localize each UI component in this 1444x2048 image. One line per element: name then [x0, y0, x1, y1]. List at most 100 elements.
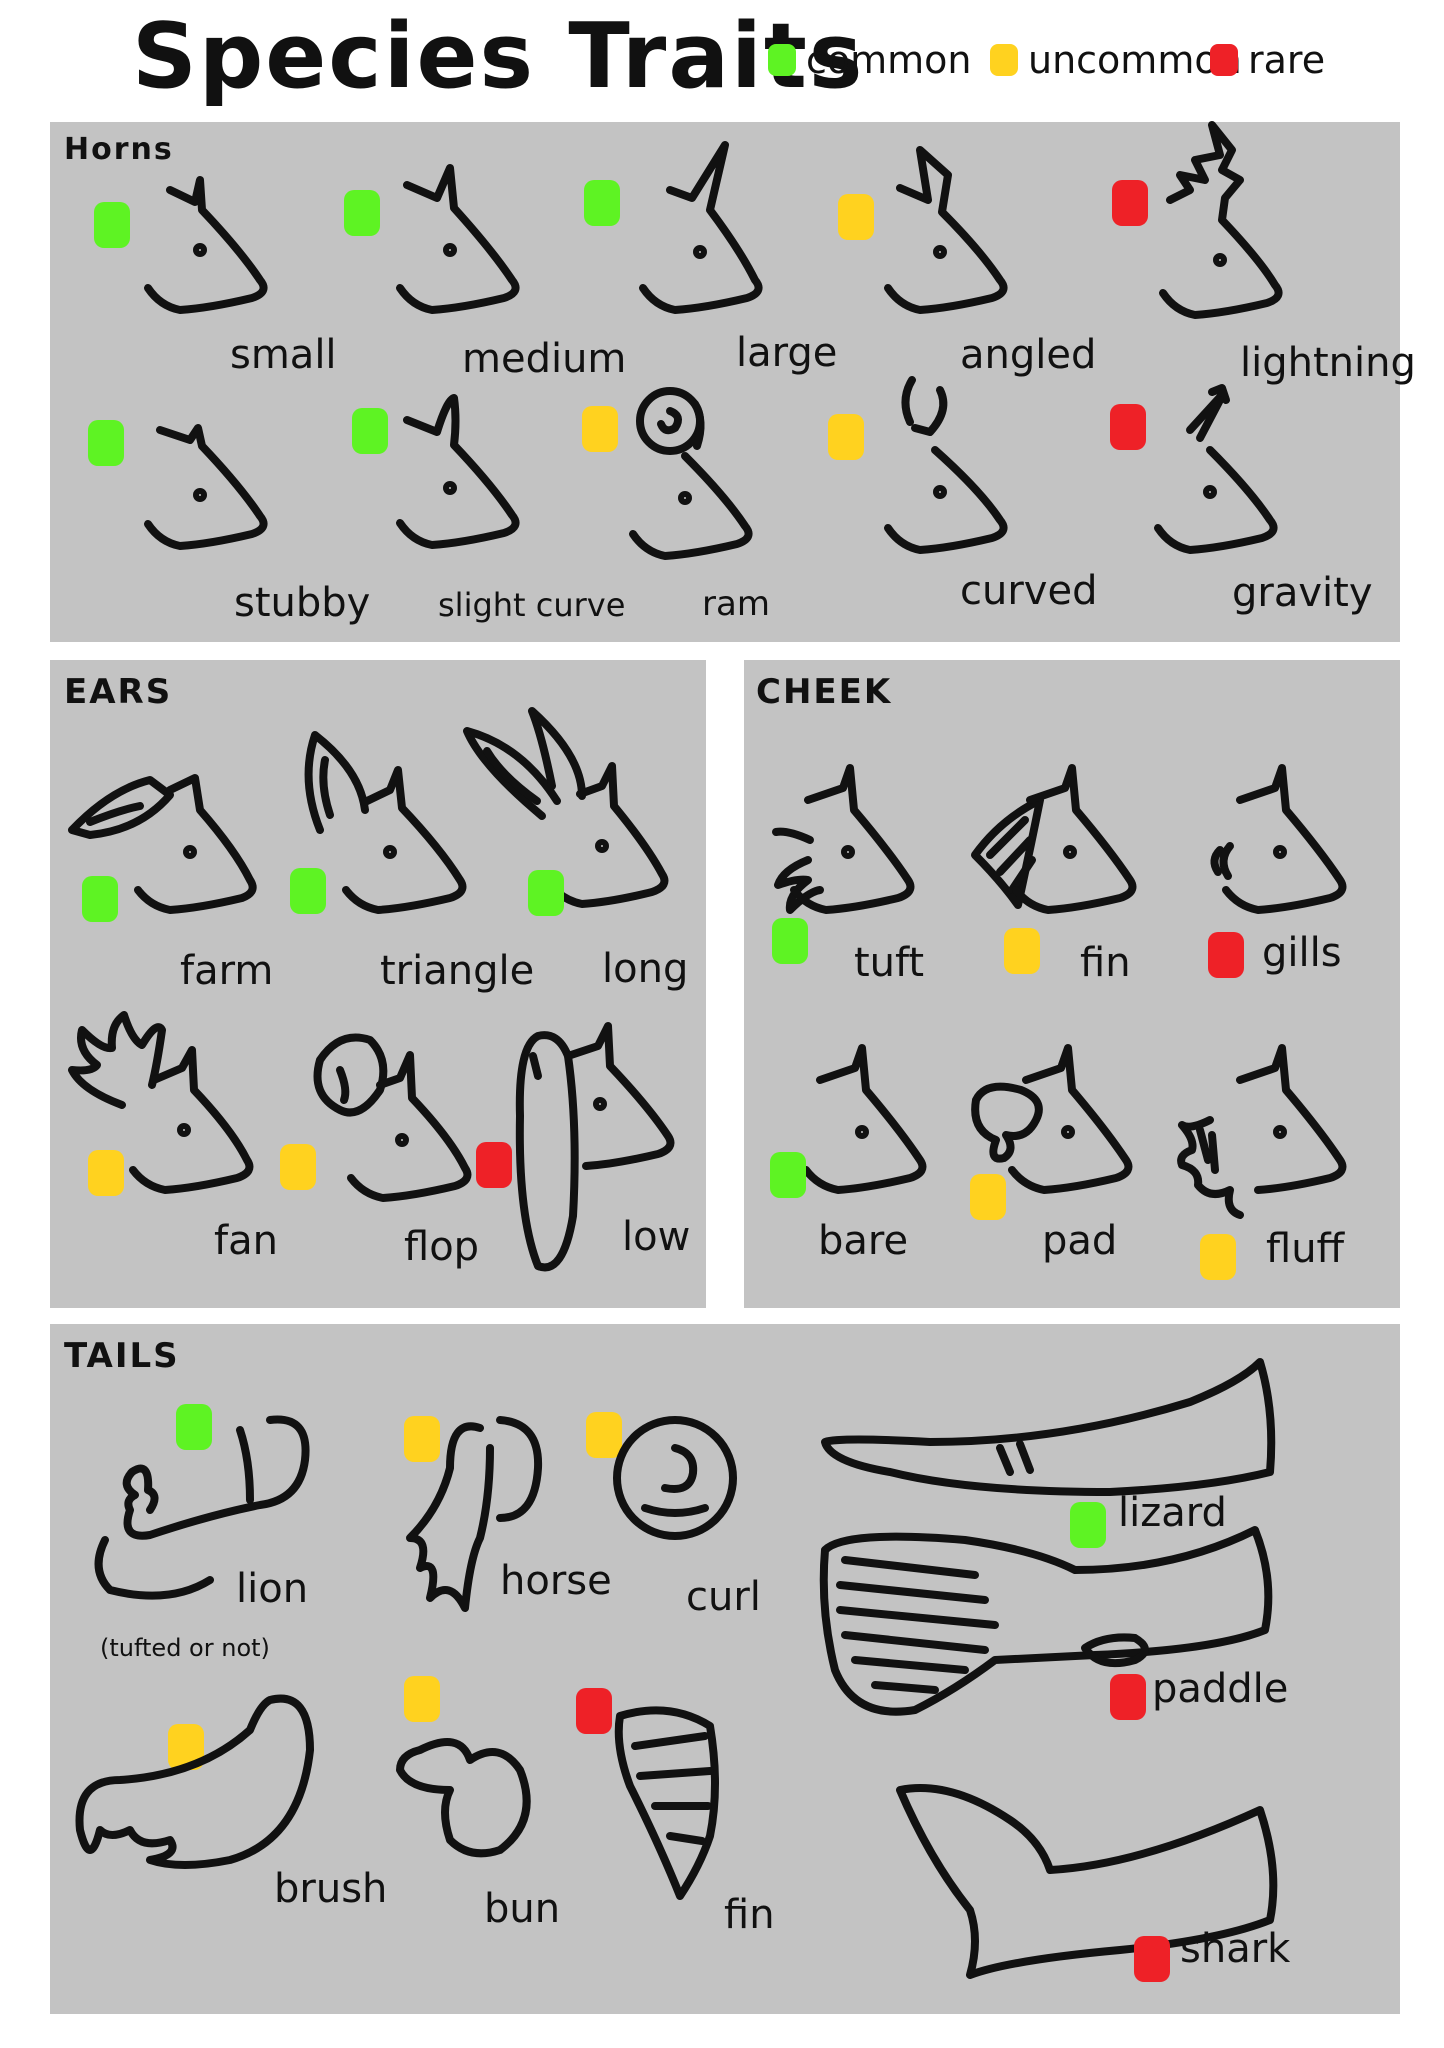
deer-head-stubby-horn-icon [144, 424, 268, 550]
common-swatch [768, 44, 796, 76]
deer-head-ram-horn-icon [629, 387, 753, 560]
trait-rarity-dot [582, 406, 618, 452]
ears-panel-title: EARS [64, 672, 173, 712]
deer-head-tuft-cheek-icon [772, 764, 915, 914]
trait-label: fin [724, 1892, 775, 1938]
trait-label: shark [1180, 1926, 1291, 1972]
trait-rarity-dot [1110, 404, 1146, 450]
trait-rarity-dot [828, 414, 864, 460]
deer-head-lightning-horn-icon [1159, 121, 1283, 319]
trait-rarity-dot [344, 190, 380, 236]
fin-tail-icon [614, 1706, 719, 1900]
trait-rarity-dot [280, 1144, 316, 1190]
deer-head-curved-horn-icon [884, 376, 1008, 554]
trait-label: long [602, 946, 689, 992]
trait-label: stubby [234, 580, 371, 626]
trait-rarity-dot [88, 420, 124, 466]
brush-tail-icon [75, 1694, 314, 1869]
horse-tail-icon [406, 1416, 543, 1612]
uncommon-swatch [990, 44, 1018, 76]
shark-tail-icon [896, 1784, 1278, 1979]
trait-rarity-dot [476, 1142, 512, 1188]
trait-label: curl [686, 1574, 761, 1620]
deer-head-fluff-cheek-icon [1177, 1044, 1347, 1219]
trait-label: large [736, 330, 838, 376]
trait-label: pad [1042, 1218, 1118, 1264]
paddle-tail-icon [819, 1526, 1273, 1716]
tails-panel: TAILS [50, 1324, 1400, 2014]
trait-label: bun [484, 1886, 561, 1932]
horns-panel-title: Horns [64, 132, 174, 167]
trait-label: fluff [1266, 1226, 1345, 1272]
trait-label: medium [462, 336, 627, 382]
deer-head-fin-cheek-icon [971, 764, 1137, 914]
lion-tail-icon [94, 1415, 310, 1600]
trait-label: farm [180, 948, 274, 994]
deer-head-pad-cheek-icon [971, 1044, 1133, 1194]
deer-head-fan-ear-icon [68, 1011, 254, 1194]
cheek-panel-title: CHEEK [756, 672, 893, 712]
deer-head-triangle-ear-icon [304, 731, 467, 914]
trait-rarity-dot [1112, 180, 1148, 226]
curl-tail-icon [613, 1416, 737, 1540]
lizard-tail-icon [821, 1358, 1276, 1496]
trait-rarity-dot [1134, 1936, 1170, 1982]
deer-head-gills-cheek-icon [1210, 764, 1347, 914]
trait-rarity-dot [82, 876, 118, 922]
trait-label: curved [960, 568, 1098, 614]
trait-label: bare [818, 1218, 909, 1264]
trait-label: ram [702, 584, 770, 624]
trait-label: lightning [1240, 340, 1416, 386]
deer-head-low-ear-icon [515, 1022, 675, 1272]
trait-label: angled [960, 332, 1097, 378]
trait-label: low [622, 1214, 691, 1260]
deer-head-angled-horn-icon [884, 146, 1008, 314]
trait-rarity-dot [404, 1676, 440, 1722]
trait-rarity-dot [586, 1412, 622, 1458]
trait-label: small [230, 332, 337, 378]
legend-common: common [768, 38, 972, 82]
trait-label: lizard [1118, 1490, 1227, 1536]
trait-label: flop [404, 1224, 480, 1270]
horns-panel: Horns [50, 122, 1400, 642]
trait-label: gravity [1232, 570, 1373, 616]
trait-rarity-dot [1110, 1674, 1146, 1720]
deer-head-farm-ear-icon [68, 774, 257, 914]
trait-rarity-dot [1004, 928, 1040, 974]
legend-common-label: common [806, 38, 972, 82]
trait-rarity-dot [404, 1416, 440, 1462]
trait-rarity-dot [352, 408, 388, 454]
deer-head-large-horn-icon [639, 141, 763, 314]
tails-panel-title: TAILS [64, 1336, 180, 1376]
trait-rarity-dot [772, 918, 808, 964]
bun-tail-icon [396, 1738, 531, 1858]
trait-rarity-dot [770, 1152, 806, 1198]
deer-head-bare-cheek-icon [802, 1044, 927, 1194]
trait-label: tuft [854, 940, 925, 986]
legend-rare-label: rare [1248, 38, 1326, 82]
legend-uncommon-label: uncommon [1028, 38, 1242, 82]
trait-rarity-dot [528, 870, 564, 916]
trait-rarity-dot [176, 1404, 212, 1450]
trait-rarity-dot [290, 868, 326, 914]
trait-label: paddle [1152, 1666, 1289, 1712]
trait-label: brush [274, 1866, 388, 1912]
legend-rare: rare [1210, 38, 1325, 82]
trait-label: horse [500, 1558, 612, 1604]
trait-rarity-dot [1208, 932, 1244, 978]
trait-label: gills [1262, 930, 1342, 976]
rare-swatch [1210, 44, 1238, 76]
trait-label: fin [1080, 940, 1131, 986]
trait-label: triangle [380, 948, 535, 994]
trait-rarity-dot [94, 202, 130, 248]
trait-label: lion [236, 1566, 309, 1612]
deer-head-medium-horn-icon [396, 164, 520, 314]
trait-rarity-dot [576, 1688, 612, 1734]
trait-rarity-dot [1070, 1502, 1106, 1548]
deer-head-small-horn-icon [144, 176, 268, 314]
trait-rarity-dot [838, 194, 874, 240]
trait-note: (tufted or not) [100, 1634, 270, 1662]
trait-rarity-dot [1200, 1234, 1236, 1280]
trait-rarity-dot [970, 1174, 1006, 1220]
legend-uncommon: uncommon [990, 38, 1242, 82]
